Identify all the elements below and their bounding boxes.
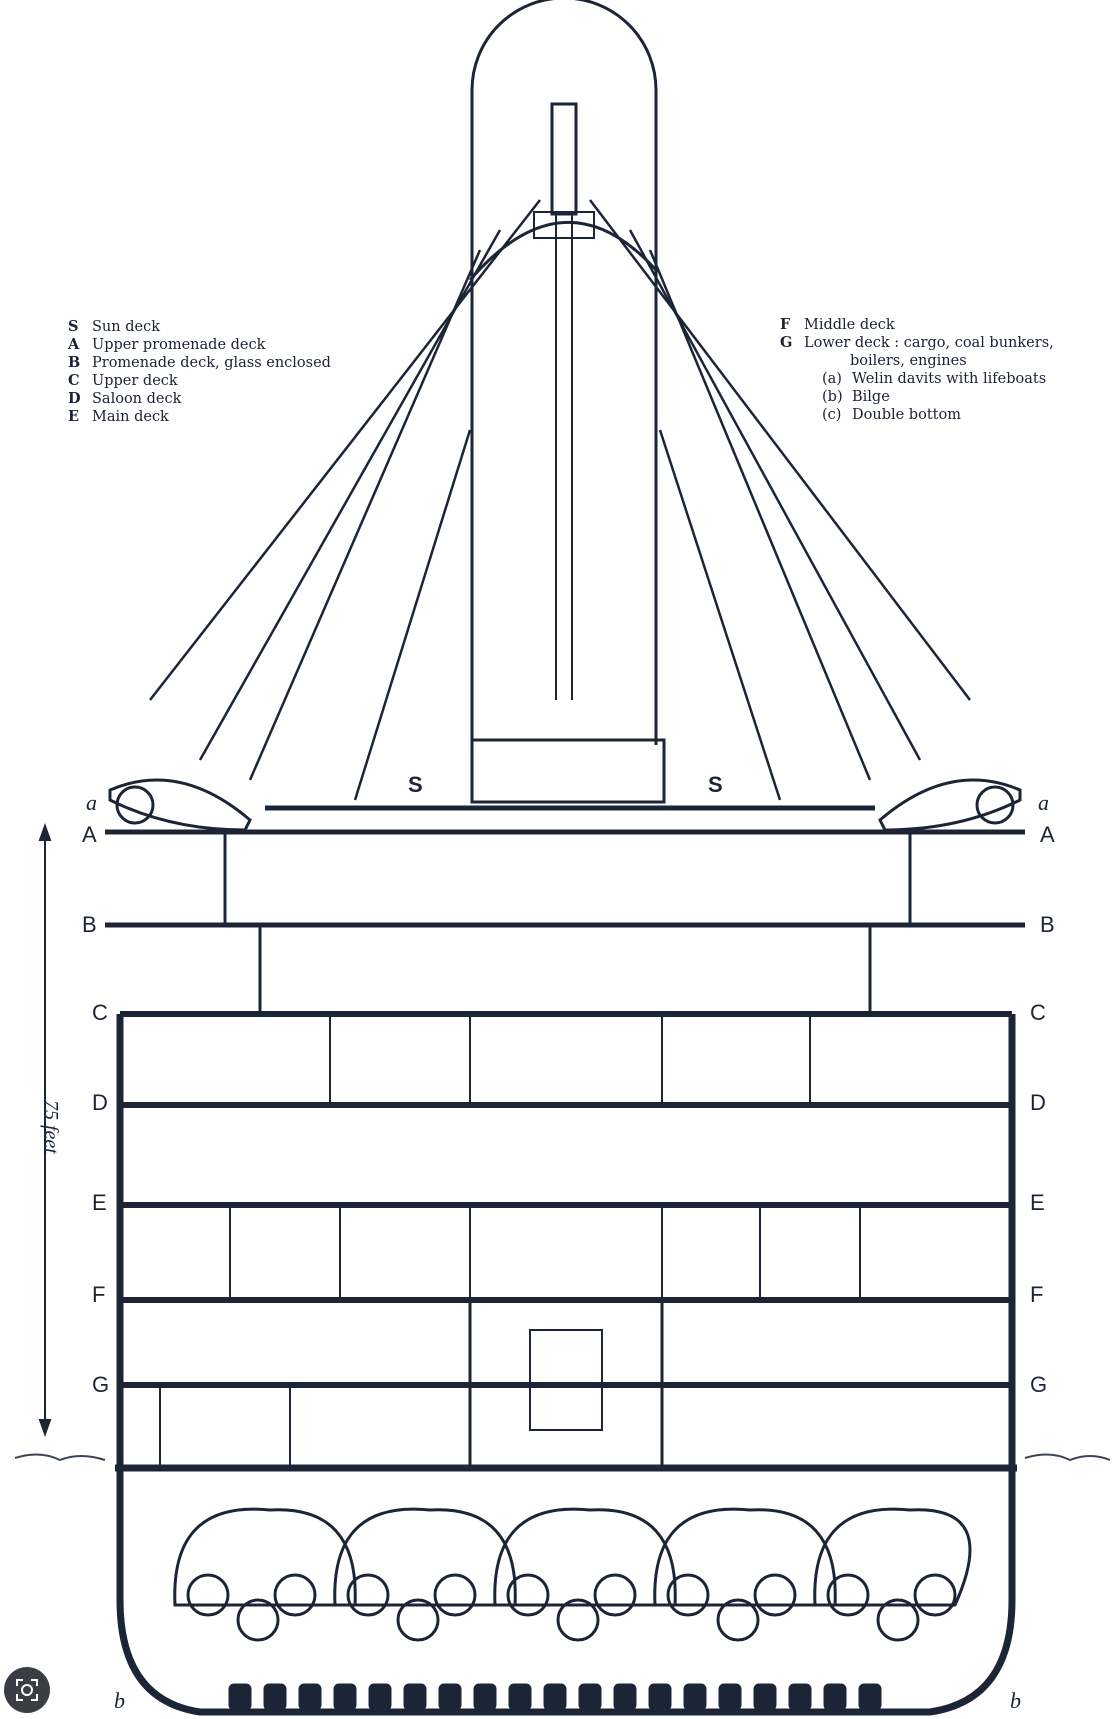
davit-mark-left: a [86, 790, 97, 815]
waterline [14, 1453, 1111, 1462]
lens-badge[interactable] [4, 1667, 50, 1713]
legend-left-item-3-key: C [68, 372, 80, 389]
legend-left-item-0-key: S [68, 318, 79, 335]
legend-left-item-4: D Saloon deck [68, 390, 331, 408]
stay-left-4 [353, 429, 472, 801]
cabin-partitions [159, 1014, 861, 1468]
deck-letter-right-d: D [1030, 1090, 1046, 1115]
lifeboat-right [878, 778, 1022, 832]
deck-letter-right-g: G [1030, 1372, 1048, 1397]
legend-left-item-2: B Promenade deck, glass enclosed [68, 354, 331, 372]
legend-left-item-4-key: D [68, 390, 81, 407]
legend-right-item-0: F Middle deck [780, 316, 1054, 334]
sun-deck-label-left: S [408, 772, 423, 797]
scale-bar [38, 823, 52, 1437]
hull-outline [116, 1014, 1016, 1716]
deck-letter-left-a: A [82, 822, 97, 847]
double-bottom-cells [228, 1683, 882, 1711]
legend-left-item-1: A Upper promenade deck [68, 336, 331, 354]
deck-letter-right-f: F [1030, 1282, 1044, 1307]
deck-letter-left-g: G [92, 1372, 110, 1397]
superstructure-a [223, 830, 912, 927]
superstructure-b [258, 923, 872, 1016]
legend-left-item-5-key: E [68, 408, 80, 425]
legend-right-item-1: G Lower deck : cargo, coal bunkers, [780, 334, 1054, 352]
legend-left-item-5-text: Main deck [92, 409, 169, 425]
legend-right-subitem-1-text: Bilge [852, 389, 890, 405]
deck-letter-left-c: C [92, 1000, 108, 1025]
legend-right-subitem-2-text: Double bottom [852, 407, 961, 423]
legend-right-subitems: (a)Welin davits with lifeboats(b)Bilge(c… [780, 370, 1054, 424]
legend-left-item-5: E Main deck [68, 408, 331, 426]
stay-left-3 [248, 249, 482, 781]
davit-mark-right: a [1038, 790, 1049, 815]
legend-left-item-1-key: A [68, 336, 80, 353]
legend-right-subitem-1: (b) Bilge [780, 388, 1054, 406]
legend-right-item-0-key: F [780, 316, 791, 333]
lifeboat-left [108, 778, 252, 832]
legend-left-item-0-text: Sun deck [92, 319, 160, 335]
legend-right-subitem-2-key: (c) [822, 407, 842, 423]
deck-letter-left-b: B [82, 912, 97, 937]
deck-letter-left-d: D [92, 1090, 108, 1115]
stay-right-1 [589, 199, 971, 701]
sun-deck-label-right: S [708, 772, 723, 797]
legend-right-subitem-2: (c) Double bottom [780, 406, 1054, 424]
legend-right-subitem-0-text: Welin davits with lifeboats [852, 371, 1047, 387]
engine-bay-back [529, 1329, 603, 1431]
legend-right-item-0-text: Middle deck [804, 317, 895, 333]
deck-letter-right-b: B [1040, 912, 1055, 937]
deck-letter-right-c: C [1030, 1000, 1046, 1025]
legend-left-item-3: C Upper deck [68, 372, 331, 390]
legend-continuation: boilers, engines [850, 353, 967, 369]
legend-left-item-2-key: B [68, 354, 81, 371]
legend-left-item-4-text: Saloon deck [92, 391, 182, 407]
legend-right-item-1-text: Lower deck : cargo, coal bunkers, [804, 335, 1054, 351]
stay-right-4 [658, 429, 782, 801]
deck-letter-right-e: E [1030, 1190, 1045, 1215]
funnel-base [470, 738, 666, 804]
legend-right-subitem-1-key: (b) [822, 389, 843, 405]
legend-right-subitem-0-key: (a) [822, 371, 842, 387]
davit-wheel-right [975, 785, 1015, 825]
legend-left-item-3-text: Upper deck [92, 373, 178, 389]
legend-right-subitem-0: (a) Welin davits with lifeboats [780, 370, 1054, 388]
funnel-outline [470, 0, 658, 745]
boiler-furnaces [186, 1573, 957, 1642]
funnel-casing-arc [468, 221, 658, 281]
stay-right-3 [648, 249, 872, 781]
legend-right-item-1-key: G [780, 334, 793, 351]
legend-left-item-0: S Sun deck [68, 318, 331, 336]
lens-icon [16, 1679, 38, 1701]
steam-pipe [550, 102, 578, 216]
boilers [173, 1507, 972, 1607]
legend-left-item-2-text: Promenade deck, glass enclosed [92, 355, 331, 371]
stay-left-1 [149, 199, 541, 701]
bilge-mark-left: b [114, 1688, 125, 1713]
deck-letter-left-f: F [92, 1282, 106, 1307]
legend-left-item-1-text: Upper promenade deck [92, 337, 266, 353]
deck-letter-left-e: E [92, 1190, 107, 1215]
deck-letter-right-a: A [1040, 822, 1055, 847]
davit-wheel-left [115, 785, 155, 825]
ladder-platform [533, 211, 595, 239]
bilge-mark-right: b [1010, 1688, 1021, 1713]
scale-label: 75 feet [40, 1100, 62, 1154]
